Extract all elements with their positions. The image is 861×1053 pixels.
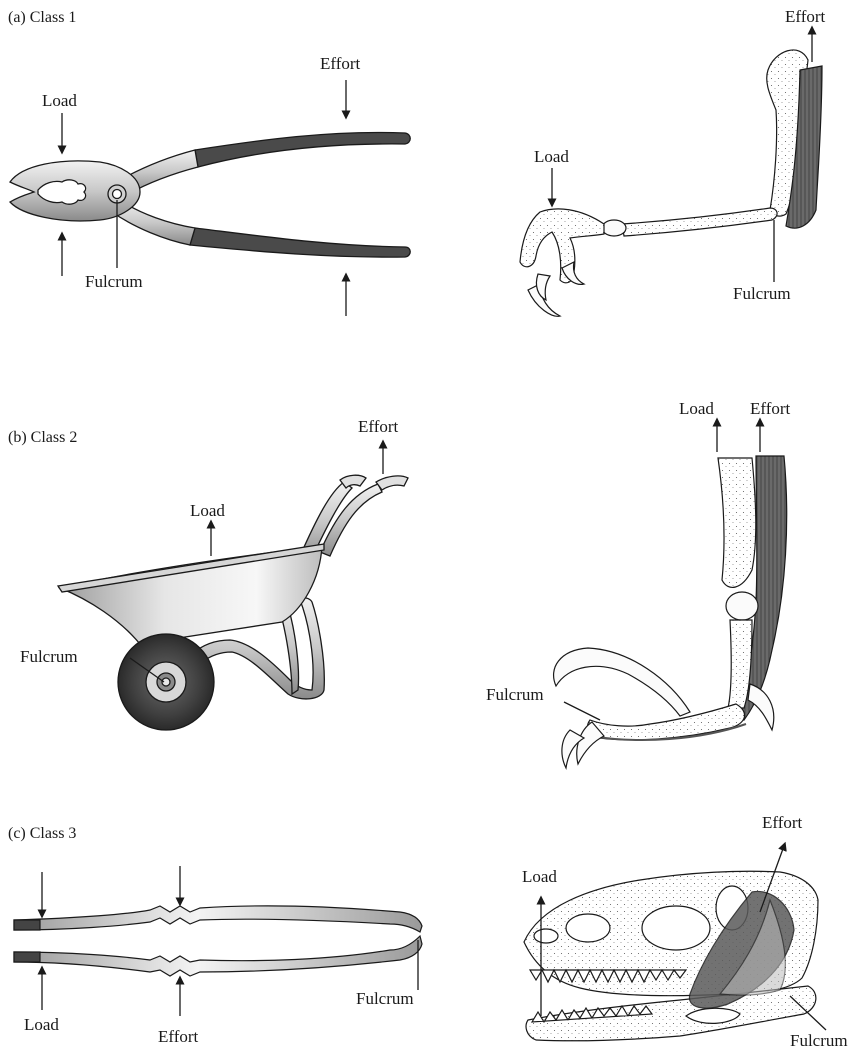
hindlimb-illustration: [554, 456, 787, 768]
pliers-fulcrum-label: Fulcrum: [85, 273, 143, 290]
skull-illustration: [524, 871, 818, 1041]
wheelbarrow-fulcrum-label: Fulcrum: [20, 648, 78, 665]
forearm-bone: [622, 208, 777, 236]
hindlimb-fulcrum-label: Fulcrum: [486, 686, 544, 703]
pliers-load-label: Load: [42, 92, 77, 109]
pliers-upper-grip: [195, 132, 410, 167]
panel-c-title: (c) Class 3: [8, 826, 76, 842]
panel-a-title: (a) Class 1: [8, 10, 76, 26]
tongs-load-label: Load: [24, 1016, 59, 1033]
pliers-illustration: [10, 132, 410, 257]
tongs-illustration: [14, 906, 422, 976]
skull-load-label: Load: [522, 868, 557, 885]
hindlimb-load-label: Load: [679, 400, 714, 417]
pliers-lower-grip: [190, 228, 410, 257]
skull-effort-label: Effort: [762, 814, 802, 831]
tibia-bone: [718, 458, 756, 587]
toe-bones: [588, 704, 745, 740]
wheelbarrow-load-label: Load: [190, 502, 225, 519]
wheelbarrow-illustration: [58, 475, 408, 730]
tongs-effort-label: Effort: [158, 1028, 198, 1045]
wheelbarrow-tray: [60, 546, 322, 644]
hand-bones: [520, 209, 604, 283]
skull-fulcrum-label: Fulcrum: [790, 1032, 848, 1049]
forelimb-illustration: [520, 50, 822, 316]
hindlimb-effort-label: Effort: [750, 400, 790, 417]
tongs-fulcrum-label: Fulcrum: [356, 990, 414, 1007]
forelimb-fulcrum-label: Fulcrum: [733, 285, 791, 302]
forelimb-load-label: Load: [534, 148, 569, 165]
sickle-claw: [554, 648, 690, 716]
forelimb-effort-label: Effort: [785, 8, 825, 25]
pliers-effort-label: Effort: [320, 55, 360, 72]
tongs-lower-arm: [14, 936, 422, 976]
wheelbarrow-effort-label: Effort: [358, 418, 398, 435]
skull-antorbital-fenestra: [642, 906, 710, 950]
hindlimb-fulcrum-leader: [564, 702, 600, 720]
tongs-upper-arm: [14, 906, 422, 932]
panel-b-title: (b) Class 2: [8, 430, 77, 446]
